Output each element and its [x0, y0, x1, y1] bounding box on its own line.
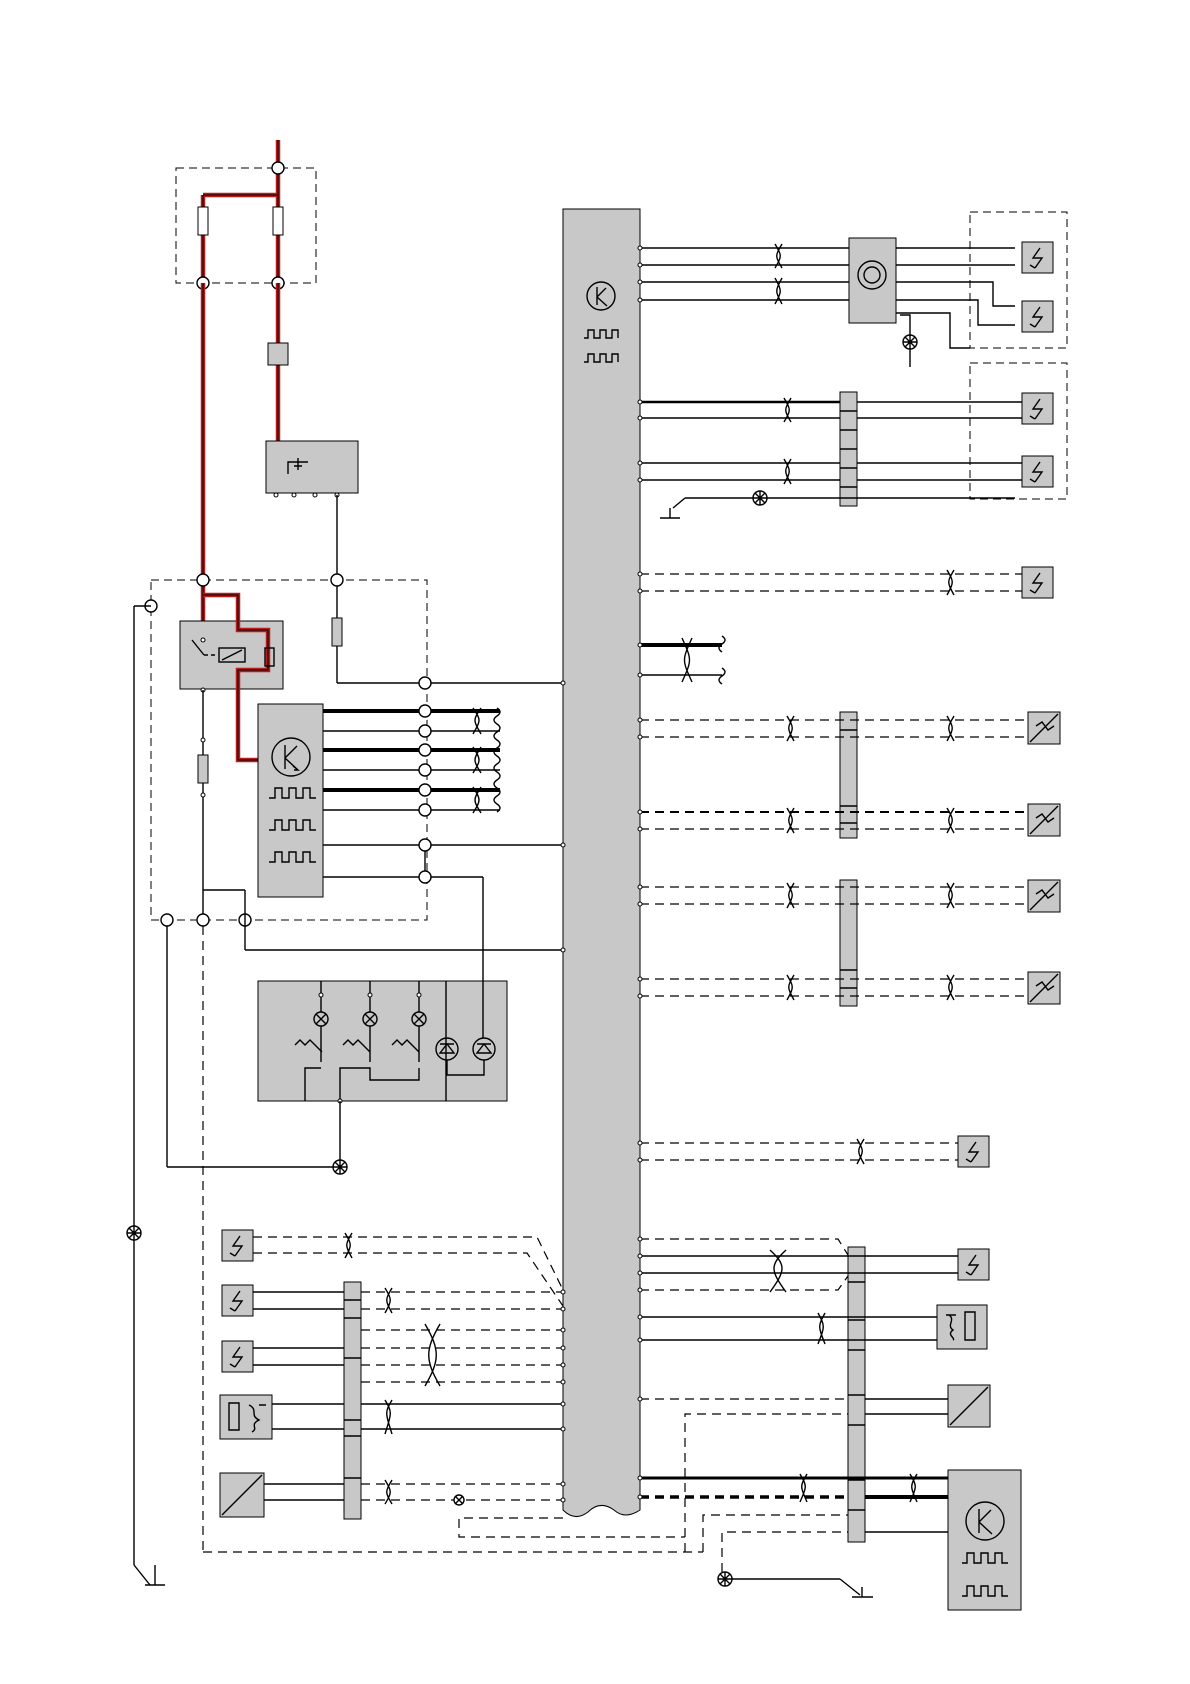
- fuse-icon: [332, 618, 342, 646]
- antenna-sensors: [1022, 242, 1053, 598]
- central-control-module: [563, 209, 640, 1517]
- antenna-sensors: [222, 1230, 253, 1372]
- sensors: [1028, 712, 1060, 1004]
- fuse-icon: [268, 343, 288, 365]
- fuse-box: [176, 140, 316, 289]
- bottom-right-control-module: [948, 1470, 1021, 1610]
- left-control-module: [258, 704, 323, 897]
- sensor-icon: [1030, 714, 1058, 1002]
- pickup-coil: [220, 1395, 272, 1439]
- small-module: [266, 441, 358, 497]
- fuse-icon: [198, 207, 283, 235]
- switch-panel: [258, 981, 507, 1103]
- speaker-amplifier: [849, 238, 896, 323]
- fuse-icon: [198, 755, 208, 783]
